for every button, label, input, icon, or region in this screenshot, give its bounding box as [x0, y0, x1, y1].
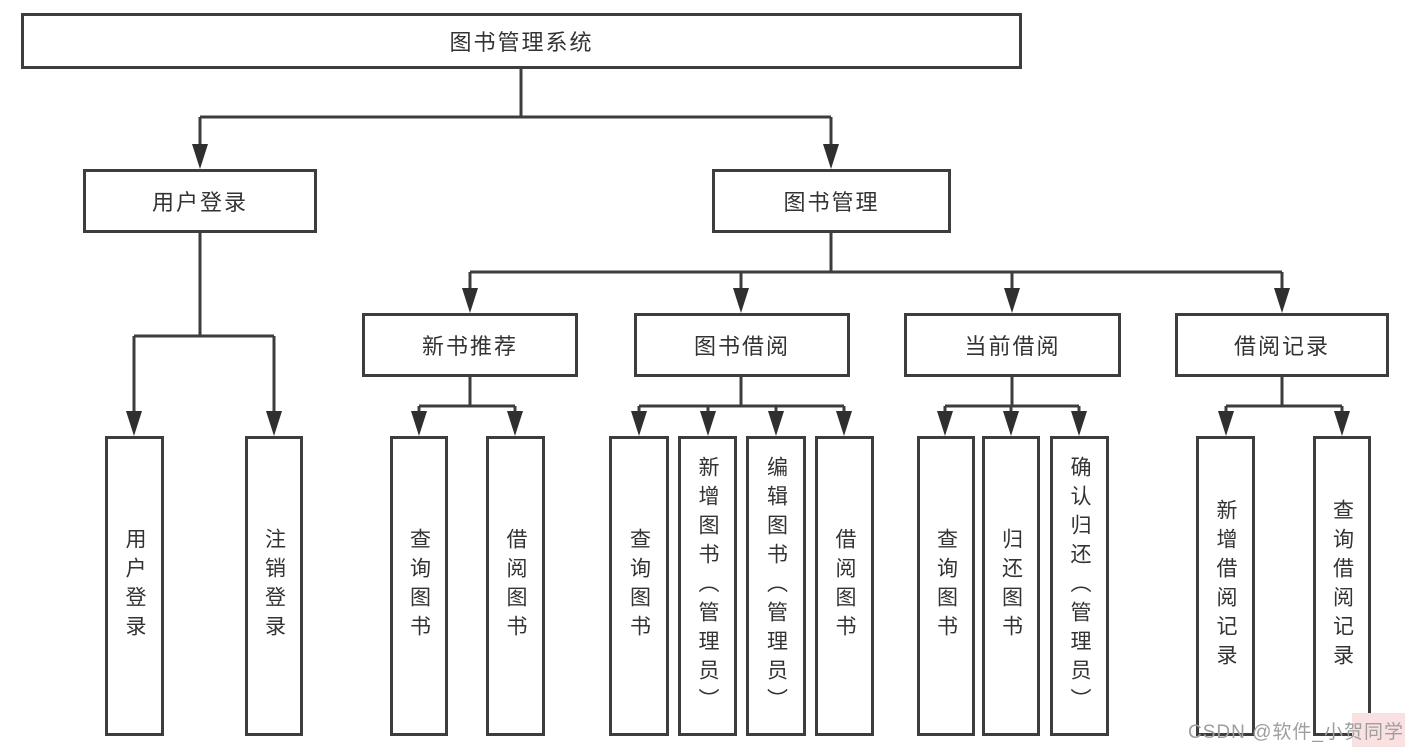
arrow-icon	[768, 411, 784, 436]
arrowheads	[126, 144, 1350, 436]
leaf-logout: 注销登录	[245, 436, 303, 736]
leaf-add-book-admin: 新增图书（管理员）	[678, 436, 737, 736]
connector-book-management-to-level3	[468, 233, 1284, 298]
leaf-query-books-recommend: 查询图书	[390, 436, 448, 736]
arrow-icon	[126, 411, 142, 436]
arrow-icon	[823, 144, 839, 169]
arrow-icon	[411, 411, 427, 436]
arrow-icon	[836, 411, 852, 436]
node-borrow-record: 借阅记录	[1175, 313, 1389, 377]
leaf-borrow-books-recommend: 借阅图书	[486, 436, 545, 736]
arrow-icon	[507, 411, 523, 436]
node-library-system: 图书管理系统	[21, 13, 1022, 69]
node-book-management: 图书管理	[712, 169, 951, 233]
leaf-query-books-borrow: 查询图书	[609, 436, 669, 736]
connector-root-to-level2	[198, 68, 833, 152]
arrow-icon	[266, 411, 282, 436]
leaf-confirm-return-admin: 确认归还（管理员）	[1050, 436, 1109, 736]
arrow-icon	[1003, 411, 1019, 436]
leaf-query-borrow-record: 查询借阅记录	[1313, 436, 1371, 736]
node-current-borrow: 当前借阅	[904, 313, 1121, 377]
watermark-highlight	[1352, 713, 1405, 747]
node-new-book-recommend: 新书推荐	[362, 313, 578, 377]
arrow-icon	[631, 411, 647, 436]
node-book-borrow: 图书借阅	[634, 313, 850, 377]
arrow-icon	[192, 144, 208, 169]
arrow-icon	[1004, 288, 1020, 313]
arrow-icon	[937, 411, 953, 436]
arrow-icon	[700, 411, 716, 436]
arrow-icon	[462, 288, 478, 313]
leaf-edit-book-admin: 编辑图书（管理员）	[746, 436, 806, 736]
arrow-icon	[1071, 411, 1087, 436]
leaf-borrow-books: 借阅图书	[815, 436, 874, 736]
connector-new-book-recommend-to-leaves	[417, 377, 517, 420]
leaf-add-borrow-record: 新增借阅记录	[1196, 436, 1255, 736]
arrow-icon	[733, 288, 749, 313]
watermark-text: CSDN @软件_小贺同学	[1188, 722, 1404, 743]
arrow-icon	[1274, 288, 1290, 313]
leaf-user-login: 用户登录	[105, 436, 164, 736]
node-user-login: 用户登录	[83, 169, 317, 233]
arrow-icon	[1218, 411, 1234, 436]
leaf-return-book: 归还图书	[982, 436, 1040, 736]
arrow-icon	[1334, 411, 1350, 436]
connector-user-login-to-leaves	[132, 233, 276, 420]
connector-borrow-record-to-leaves	[1224, 377, 1344, 420]
connector-book-borrow-to-leaves	[637, 377, 846, 420]
leaf-query-books-current: 查询图书	[917, 436, 975, 736]
